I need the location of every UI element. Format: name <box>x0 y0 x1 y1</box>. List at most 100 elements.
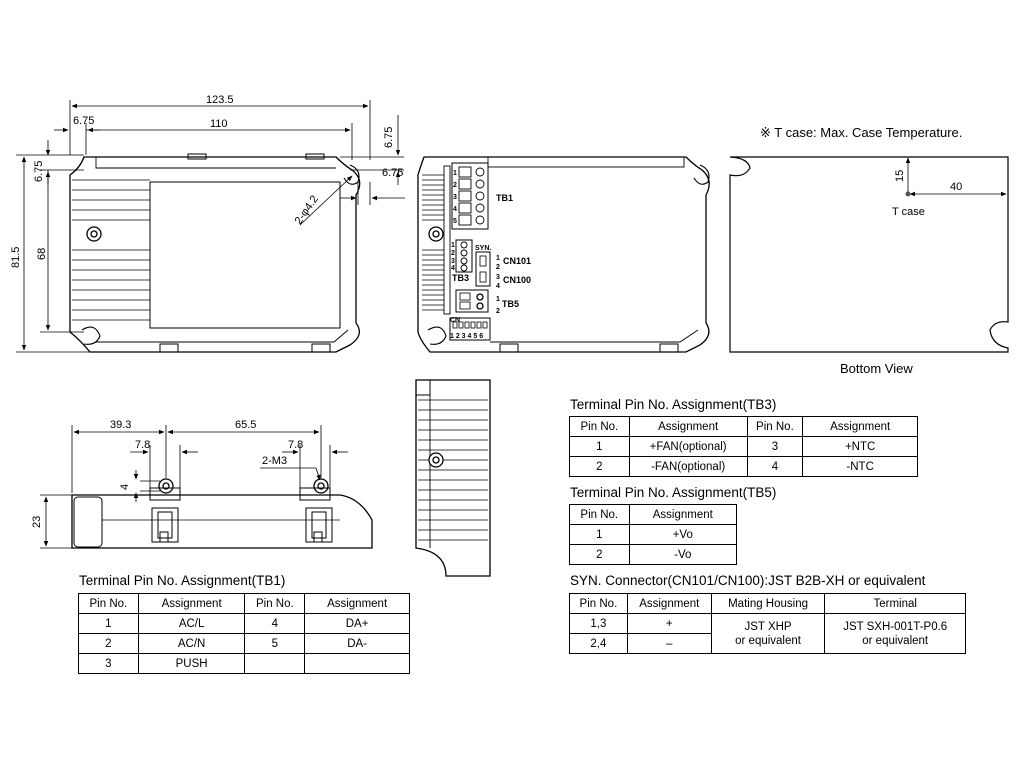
end-outline <box>415 379 491 577</box>
table-header: Assignment <box>626 593 712 614</box>
table-header: Assignment <box>628 504 738 525</box>
table-header: Pin No. <box>78 593 139 614</box>
table-cell: 4 <box>746 456 804 477</box>
table-header: Pin No. <box>746 416 804 437</box>
label-tb1: TB1 <box>496 193 513 203</box>
table-header-row: Pin No. Assignment Pin No. Assignment <box>569 416 918 437</box>
bottom-view <box>729 156 1009 353</box>
side-view <box>71 478 373 549</box>
table-header: Assignment <box>137 593 246 614</box>
tb5-table-title: Terminal Pin No. Assignment(TB5) <box>570 485 777 500</box>
table-header: Assignment <box>802 416 918 437</box>
dim-side-height: 23 <box>31 516 43 528</box>
table-cell: 2 <box>569 544 630 565</box>
table-cell: -NTC <box>802 456 918 477</box>
label-cn101: CN101 <box>503 256 531 266</box>
tb5-pin-numbers: 1 2 <box>496 296 500 315</box>
front-inner-line <box>95 157 349 343</box>
svg-text:2: 2 <box>453 182 457 189</box>
table-cell: DA- <box>304 633 410 654</box>
dim-left-top-offset: 6.75 <box>33 161 45 182</box>
dip-numbers: 1 2 3 4 5 6 <box>450 333 483 340</box>
svg-text:1: 1 <box>496 296 500 303</box>
svg-text:2: 2 <box>451 250 455 257</box>
svg-text:3: 3 <box>453 194 457 201</box>
table-cell: – <box>626 633 712 654</box>
table-header-row: Pin No. Assignment Mating Housing Termin… <box>569 593 966 614</box>
svg-text:3: 3 <box>496 274 500 281</box>
table-row: 1,3 + JST XHP or equivalent JST SXH-001T… <box>569 613 966 654</box>
tb5-block <box>455 289 489 313</box>
table-row: 2 AC/N 5 DA- <box>78 633 410 654</box>
dim-mount-spacing: 110 <box>210 118 228 130</box>
table-cell: 1 <box>569 436 630 457</box>
svg-text:4: 4 <box>453 206 457 213</box>
dim-side-right-small: 7.8 <box>288 439 303 451</box>
table-row: 2 -FAN(optional) 4 -NTC <box>569 456 918 477</box>
front-dimension-labels: 123.5 110 6.75 6.75 6.75 6.75 81.5 68 2-… <box>10 94 403 268</box>
tb1-table-title: Terminal Pin No. Assignment(TB1) <box>79 573 286 588</box>
terminal-line: or equivalent <box>862 634 929 647</box>
tb1-table: Pin No. Assignment Pin No. Assignment 1 … <box>78 593 410 674</box>
front-dimensions <box>16 100 405 353</box>
front-view <box>69 153 361 353</box>
side-outline <box>71 494 373 549</box>
table-cell <box>304 653 410 674</box>
mating-housing-cell: JST XHP or equivalent <box>710 613 826 654</box>
dim-side-screw: 2-M3 <box>262 455 287 467</box>
table-header: Assignment <box>628 416 748 437</box>
side-dimension-labels: 39.3 65.5 7.8 7.8 2-M3 4 23 <box>31 419 303 528</box>
table-header: Pin No. <box>569 416 630 437</box>
table-header: Terminal <box>824 593 966 614</box>
table-cell: PUSH <box>137 653 246 674</box>
dim-15: 15 <box>894 170 906 182</box>
table-cell <box>244 653 306 674</box>
dim-left-offset: 6.75 <box>73 115 94 127</box>
terminal-view <box>417 156 710 353</box>
dim-overall-length: 123.5 <box>206 94 234 106</box>
side-dimensions <box>40 425 348 549</box>
label-syn: SYN. <box>475 245 491 252</box>
label-tb3: TB3 <box>452 273 469 283</box>
table-header: Pin No. <box>244 593 306 614</box>
table-row: 1 AC/L 4 DA+ <box>78 613 410 634</box>
table-cell: 3 <box>78 653 139 674</box>
tcase-note: ※ T case: Max. Case Temperature. <box>760 125 962 140</box>
syn-pin-numbers: 1 2 3 4 <box>496 255 500 290</box>
terminal-line: JST SXH-001T-P0.6 <box>843 620 948 633</box>
table-cell: -Vo <box>628 544 738 565</box>
svg-text:1: 1 <box>453 170 457 177</box>
bottom-outline <box>729 156 1009 353</box>
table-cell: 2 <box>569 456 630 477</box>
syn-connector <box>475 251 491 287</box>
tb3-block <box>455 239 473 273</box>
terminal-view-labels: TB1 TB3 SYN. CN101 CN100 TB5 CN 1 2 3 4 … <box>450 170 531 340</box>
dim-side-left: 39.3 <box>110 419 131 431</box>
dim-side-left-small: 7.8 <box>135 439 150 451</box>
table-cell: 1,3 <box>569 613 628 634</box>
front-housing-outline <box>69 156 361 353</box>
svg-text:4: 4 <box>451 265 455 272</box>
table-header-row: Pin No. Assignment <box>569 504 738 525</box>
dim-overall-width: 81.5 <box>10 247 22 268</box>
syn-table-title: SYN. Connector(CN101/CN100):JST B2B-XH o… <box>570 573 926 588</box>
dim-right-top-offset: 6.75 <box>383 127 395 148</box>
dim-40: 40 <box>950 181 962 193</box>
table-cell: DA+ <box>304 613 410 634</box>
dim-right-side-offset: 6.75 <box>382 167 403 179</box>
tb1-pin-numbers: 1 2 3 4 5 <box>453 170 457 225</box>
svg-text:1: 1 <box>451 242 455 249</box>
table-cell: +NTC <box>802 436 918 457</box>
mating-housing-line: or equivalent <box>735 634 801 647</box>
dip-switch <box>449 317 491 341</box>
mating-housing-line: JST XHP <box>744 620 792 633</box>
label-cn100: CN100 <box>503 275 531 285</box>
terminal-cell: JST SXH-001T-P0.6 or equivalent <box>824 613 966 654</box>
table-header: Pin No. <box>569 504 630 525</box>
table-cell: -FAN(optional) <box>628 456 748 477</box>
table-cell: +Vo <box>628 524 738 545</box>
table-cell: + <box>626 613 712 634</box>
tb3-table: Pin No. Assignment Pin No. Assignment 1 … <box>569 416 918 477</box>
terminal-housing-outline <box>417 156 710 353</box>
